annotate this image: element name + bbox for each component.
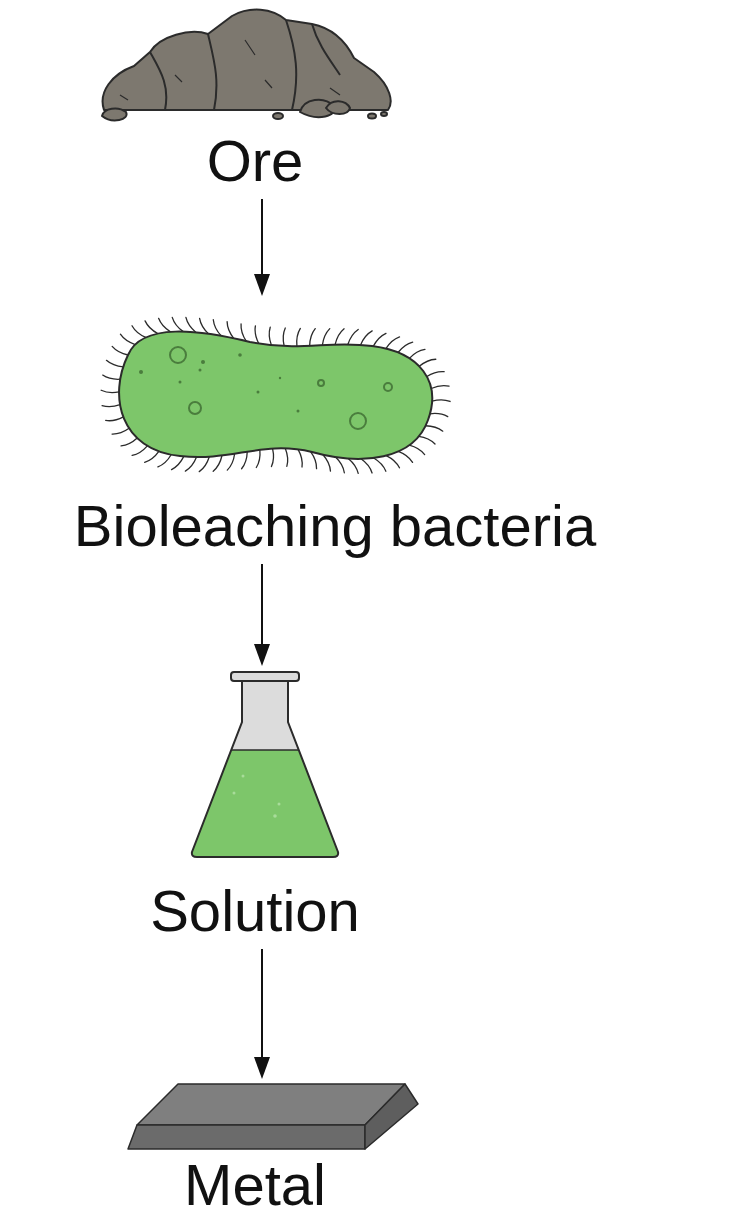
solution-node: Solution — [145, 670, 365, 943]
hair — [386, 337, 400, 349]
hair — [186, 317, 196, 332]
hair — [121, 438, 137, 446]
node-label: Solution — [150, 879, 360, 943]
arrow-line — [261, 199, 263, 278]
hair — [227, 322, 234, 339]
hair — [159, 318, 171, 332]
hair — [102, 405, 120, 407]
metal-node: Metal — [110, 1083, 400, 1217]
hair — [285, 448, 287, 466]
hair — [106, 417, 124, 421]
flow-arrow — [254, 199, 270, 296]
hair — [323, 455, 330, 471]
hair — [283, 328, 285, 346]
flask — [180, 672, 350, 860]
hair — [241, 324, 246, 341]
hair — [373, 333, 386, 346]
hair — [361, 459, 372, 473]
hair — [386, 456, 399, 468]
hair — [145, 451, 159, 462]
hair — [172, 456, 184, 469]
hair — [298, 449, 302, 467]
hair — [103, 375, 121, 379]
flow-arrow — [254, 564, 270, 666]
node-label: Metal — [184, 1153, 326, 1217]
metal-bar — [128, 1084, 418, 1149]
hair — [297, 328, 301, 346]
hair — [419, 359, 436, 366]
hair — [409, 445, 424, 454]
hair — [374, 458, 386, 471]
ore-rock — [102, 10, 391, 121]
hair — [255, 326, 259, 344]
hair — [348, 329, 358, 344]
hair — [227, 454, 234, 470]
flow-arrow — [254, 949, 270, 1079]
arrow-head — [254, 1057, 270, 1079]
hair — [185, 457, 196, 471]
hair — [132, 326, 146, 338]
hair — [132, 446, 147, 456]
hair — [158, 455, 171, 467]
hair — [419, 436, 435, 444]
hair — [200, 318, 209, 334]
hair — [336, 457, 345, 473]
hair — [213, 320, 221, 336]
hair — [426, 426, 443, 431]
hair — [106, 360, 123, 366]
hair — [269, 327, 271, 345]
hair — [409, 349, 425, 358]
hair — [120, 334, 135, 344]
hair — [430, 413, 448, 416]
hair — [310, 329, 316, 346]
hair — [101, 390, 119, 392]
hair — [172, 317, 183, 331]
hair — [112, 346, 128, 355]
hair — [432, 400, 450, 402]
node-label: Bioleaching bacteria — [74, 494, 596, 558]
arrow-line — [261, 564, 263, 648]
hair — [398, 451, 412, 462]
hair — [427, 372, 444, 377]
hair — [398, 342, 413, 352]
arrow-head — [254, 274, 270, 296]
ore-node: Ore — [110, 5, 400, 193]
hair — [112, 428, 129, 434]
node-label: Ore — [207, 129, 304, 193]
hair — [271, 449, 273, 467]
arrow-head — [254, 644, 270, 666]
hair — [311, 452, 317, 469]
hair — [348, 458, 358, 473]
hair — [431, 386, 449, 389]
hair — [361, 331, 373, 345]
hair — [199, 457, 209, 472]
hair — [322, 329, 329, 345]
hair — [213, 456, 222, 472]
bacterium — [101, 317, 450, 473]
hair — [335, 329, 344, 345]
bacteria-node: Bioleaching bacteria — [65, 300, 605, 558]
hair — [145, 321, 158, 334]
hair — [242, 452, 248, 469]
hair — [256, 450, 260, 468]
arrow-line — [261, 949, 263, 1061]
